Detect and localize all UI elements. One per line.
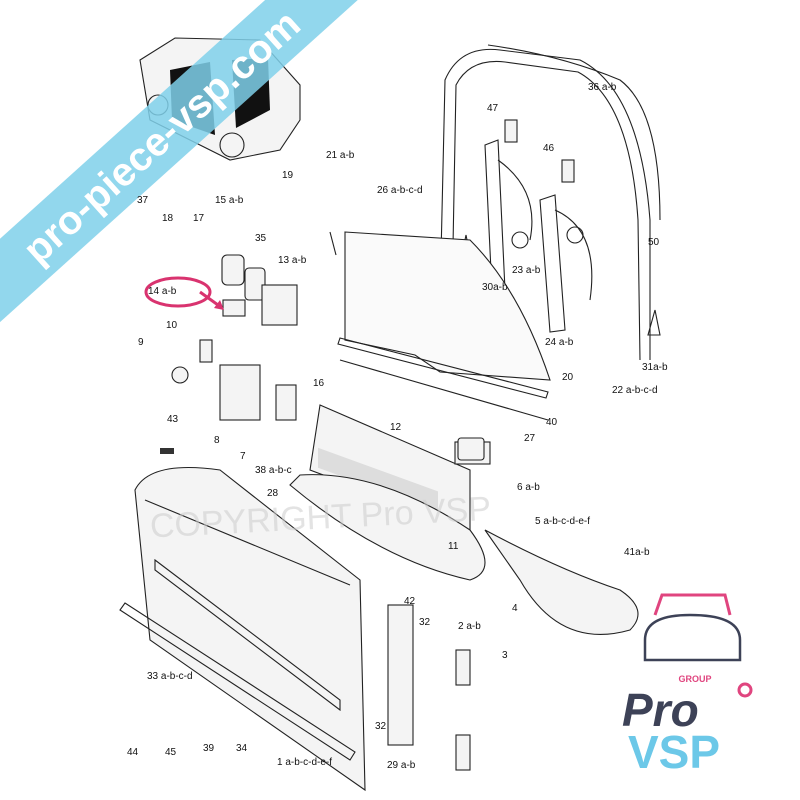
part-label: 15 a-b (215, 195, 244, 206)
part-label: 21 a-b (326, 150, 355, 161)
part-label: 26 a-b-c-d (377, 185, 423, 196)
part-label: 45 (165, 747, 177, 758)
part-label: 33 a-b-c-d (147, 671, 193, 682)
part-label: 29 a-b (387, 760, 416, 771)
window-frame (439, 44, 661, 361)
part-label: 8 (214, 435, 220, 446)
part-label: 22 a-b-c-d (612, 385, 658, 396)
part-label: 46 (543, 143, 555, 154)
provsp-logo: GROUP Pro VSP (622, 593, 753, 778)
part-label: 14 a-b (148, 286, 177, 297)
door-shell (119, 467, 414, 792)
part-label: 19 (282, 170, 294, 181)
part-label: 23 a-b (512, 265, 541, 276)
part-label: 47 (487, 103, 499, 114)
part-label: 35 (255, 233, 267, 244)
door-trim-panel (289, 404, 639, 635)
part-label: 32 (375, 721, 387, 732)
door-glass (329, 231, 551, 421)
highlight-arrow-head (214, 300, 224, 310)
part-label: 9 (138, 337, 144, 348)
part-label: 5 a-b-c-d-e-f (535, 516, 590, 527)
part-label: 40 (546, 417, 558, 428)
part-label: 34 (236, 743, 248, 754)
part-label: 37 (137, 195, 149, 206)
part-label: 24 a-b (545, 337, 574, 348)
part-label: 42 (404, 596, 416, 607)
part-label: 32 (419, 617, 431, 628)
part-label: 27 (524, 433, 536, 444)
part-label: 2 a-b (458, 621, 481, 632)
lock-components (160, 254, 485, 771)
part-label: 16 (313, 378, 325, 389)
part-label: 17 (193, 213, 205, 224)
part-label: 28 (267, 488, 279, 499)
part-label: 10 (166, 320, 178, 331)
part-label: 13 a-b (278, 255, 307, 266)
part-label: 30a-b (482, 282, 508, 293)
part-label: 38 a-b-c (255, 465, 292, 476)
part-label: 18 (162, 213, 174, 224)
part-label: 44 (127, 747, 139, 758)
part-label: 4 (512, 603, 518, 614)
part-label: 39 (203, 743, 215, 754)
svg-text:Pro: Pro (622, 684, 699, 736)
part-label: 43 (167, 414, 179, 425)
highlight-circle (144, 276, 212, 308)
part-label: 7 (240, 451, 246, 462)
part-label: 20 (562, 372, 574, 383)
part-label: 11 (448, 541, 459, 552)
part-label: 41a-b (624, 547, 650, 558)
part-label: 50 (648, 237, 660, 248)
part-label: 31a-b (642, 362, 668, 373)
part-label: 3 (502, 650, 508, 661)
part-label: 6 a-b (517, 482, 540, 493)
part-label: 1 a-b-c-d-e-f (277, 757, 332, 768)
highlight-arrow (199, 290, 219, 307)
svg-text:GROUP: GROUP (678, 674, 711, 684)
svg-text:VSP: VSP (628, 726, 720, 778)
part-label: 36 a-b (588, 82, 617, 93)
part-label: 12 (390, 422, 402, 433)
